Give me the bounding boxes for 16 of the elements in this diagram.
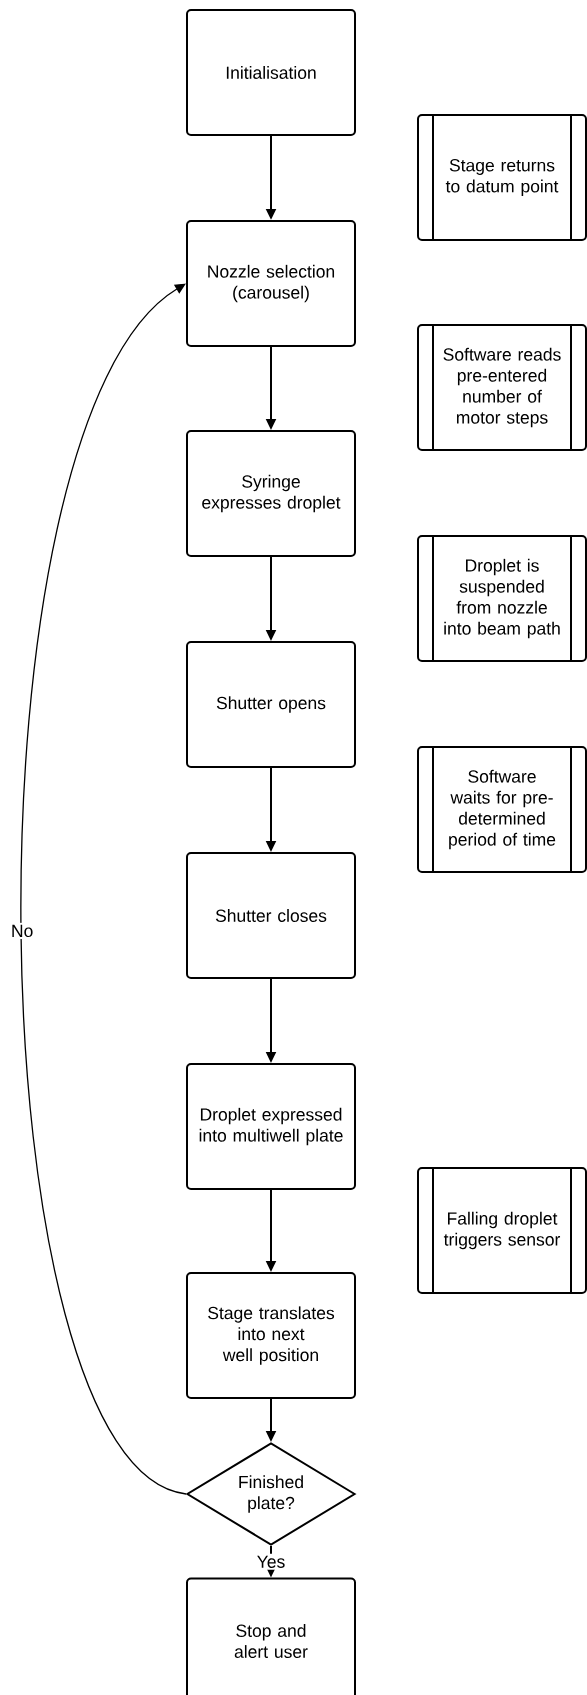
- edge-label: Yes: [254, 1553, 288, 1570]
- process-box: Shutter opens: [186, 641, 356, 768]
- subprocess-box: Software reads pre-entered number of motor steps: [417, 323, 587, 452]
- subprocess-box: Droplet is suspended from nozzle into beam path: [417, 534, 587, 663]
- process-box: Syringe expresses droplet: [186, 430, 356, 557]
- subprocess-box: Falling droplet triggers sensor: [417, 1166, 587, 1295]
- subprocess-box: Software waits for pre-determined period of time: [417, 745, 587, 874]
- process-box: Initialisation: [186, 9, 356, 136]
- process-box: Stage translates into next well position: [186, 1272, 356, 1399]
- process-box: Shutter closes: [186, 852, 356, 979]
- loop-arrow: [20, 283, 187, 1495]
- subprocess-box: Stage returns to datum point: [417, 113, 587, 242]
- edge-label: No: [8, 922, 36, 940]
- process-box: Stop and alert user: [186, 1577, 356, 1695]
- process-box: Nozzle selection (carousel): [186, 220, 356, 347]
- process-box: Droplet expressed into multiwell plate: [186, 1063, 356, 1190]
